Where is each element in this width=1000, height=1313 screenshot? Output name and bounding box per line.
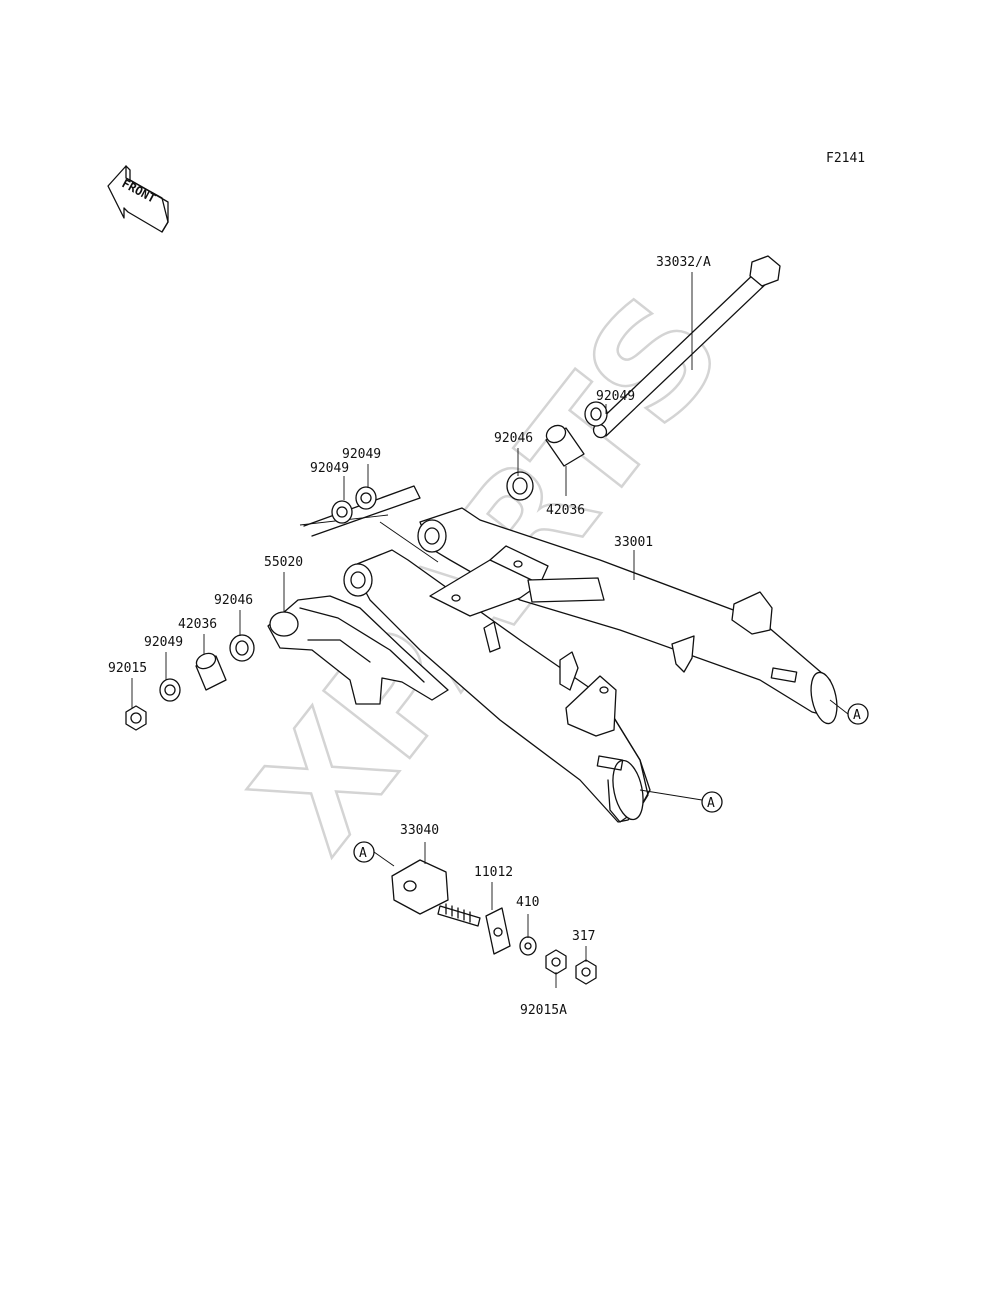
label-chain-guide: 55020 <box>264 555 303 570</box>
label-seal-upper-a: 92049 <box>310 461 349 476</box>
label-pivot-shaft: 33032/A <box>656 255 711 270</box>
svg-text:A: A <box>359 846 367 861</box>
label-seal-upper-b: 92049 <box>342 447 381 462</box>
label-chain-adjuster: 33040 <box>400 823 439 838</box>
label-adjuster-plate: 11012 <box>474 865 513 880</box>
label-pivot-nut: 92015 <box>108 661 147 676</box>
leader-lines <box>131 272 849 988</box>
swingarm <box>299 507 838 823</box>
label-adjuster-nut: 92015A <box>520 1003 567 1018</box>
label-spacer-left: 42036 <box>178 617 217 632</box>
ref-marker-a-1: A <box>701 791 723 813</box>
ref-marker-a-2: A <box>847 703 869 725</box>
pivot-shaft <box>592 255 781 439</box>
figure-code: F2141 <box>826 151 865 166</box>
svg-text:A: A <box>853 708 861 723</box>
label-spacer-right: 42036 <box>546 503 585 518</box>
label-needle-bearing-left: 92046 <box>214 593 253 608</box>
label-seal-right: 92049 <box>596 389 635 404</box>
front-arrow-icon: FRONT <box>107 165 169 233</box>
label-seal-left: 92049 <box>144 635 183 650</box>
label-lock-nut: 317 <box>572 929 595 944</box>
svg-text:A: A <box>707 796 715 811</box>
chain-guide <box>267 595 449 705</box>
chain-adjuster-assembly <box>391 859 597 985</box>
label-swingarm: 33001 <box>614 535 653 550</box>
right-pivot-parts <box>506 401 608 501</box>
label-washer: 410 <box>516 895 539 910</box>
upper-seals <box>303 485 421 537</box>
label-needle-bearing-right: 92046 <box>494 431 533 446</box>
left-pivot-parts <box>125 634 255 731</box>
ref-marker-a-3: A <box>353 841 375 863</box>
